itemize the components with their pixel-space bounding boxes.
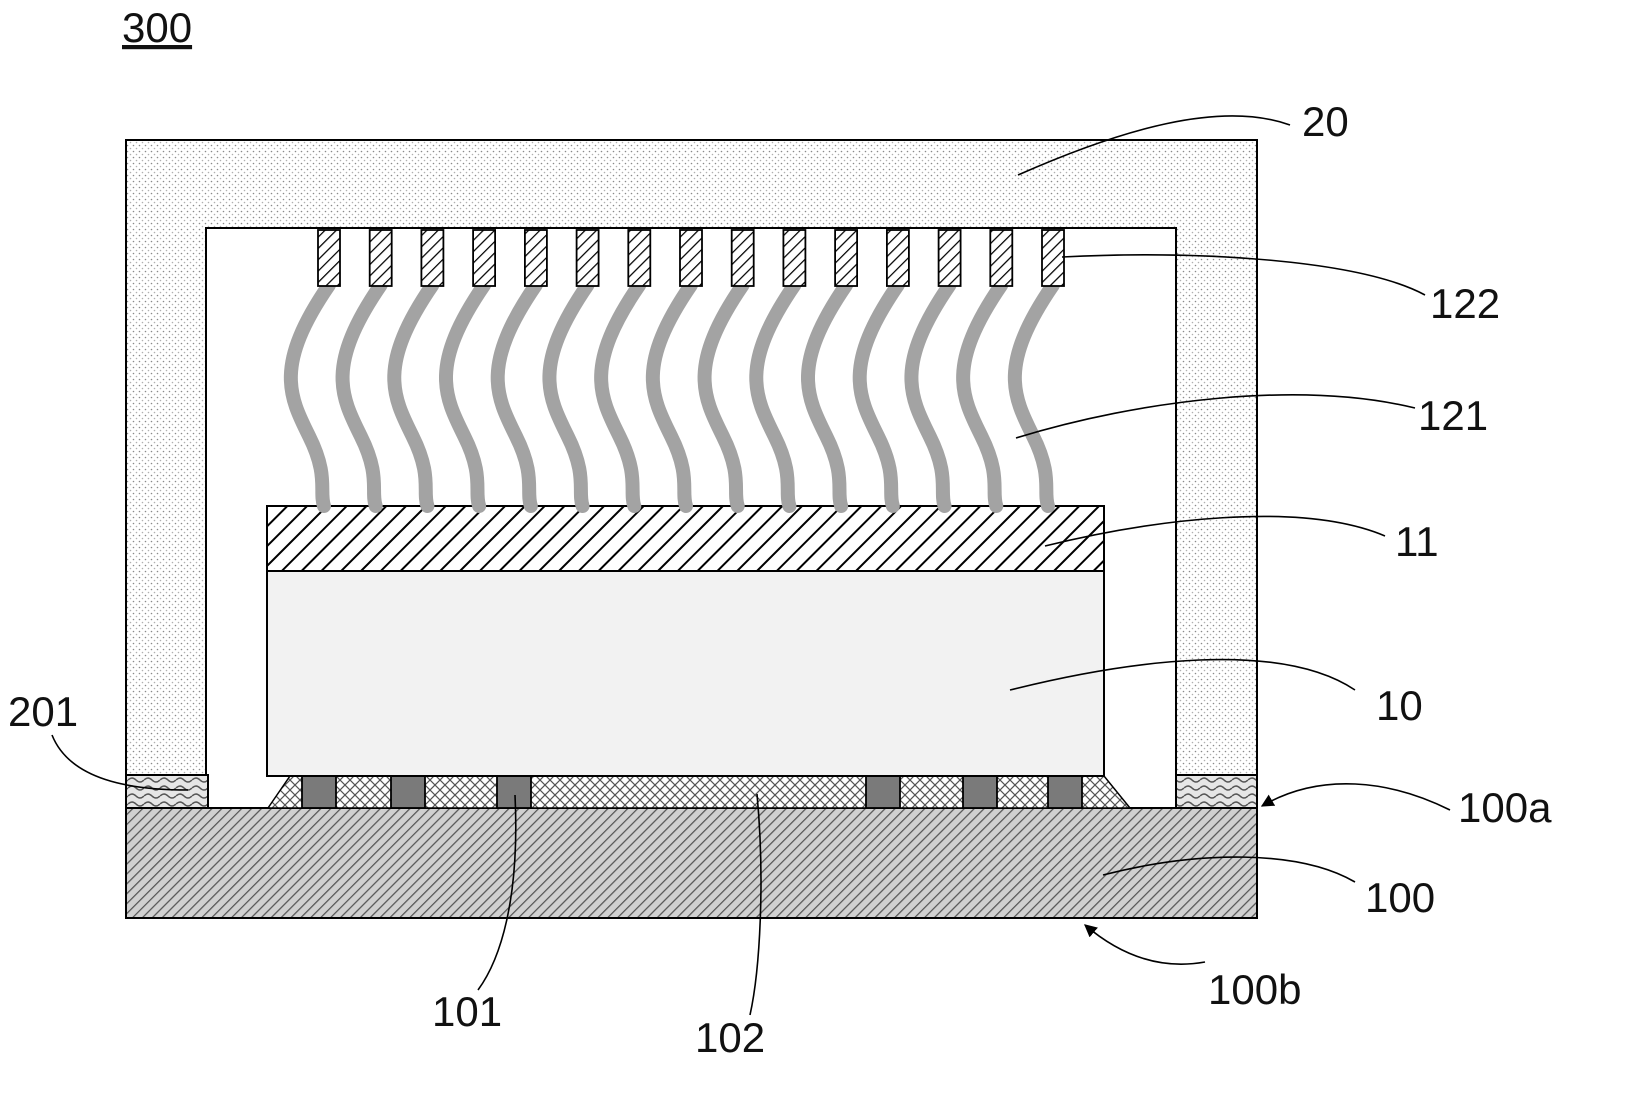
wire [697, 278, 750, 513]
contact-pad-group [317, 229, 1065, 287]
contact-pad [679, 229, 703, 287]
label-substrate-top-surface: 100a [1458, 784, 1552, 831]
contact-pad [937, 229, 962, 287]
label-substrate-bottom-surface: 100b [1208, 966, 1301, 1013]
leader-pads [1061, 254, 1426, 296]
label-contact-pads: 122 [1430, 280, 1500, 327]
leader-adhesive [51, 734, 189, 791]
contact-pad [1041, 229, 1065, 287]
bump [301, 775, 337, 809]
wire-group [283, 278, 1060, 513]
label-substrate: 100 [1365, 874, 1435, 921]
cover-adhesive-left [125, 774, 209, 809]
contact-pad [989, 229, 1014, 287]
bump [496, 775, 532, 809]
chip [266, 570, 1105, 777]
wire [749, 278, 802, 513]
label-cover: 20 [1302, 98, 1349, 145]
wire [542, 278, 595, 513]
chip-top-layer [266, 505, 1105, 572]
wire [645, 278, 698, 513]
contact-pad [575, 229, 600, 287]
contact-pad [368, 229, 393, 287]
leader-cover [1017, 115, 1291, 176]
leader-top-layer [1044, 515, 1386, 547]
contact-pad [524, 229, 548, 287]
contact-pad [420, 229, 445, 287]
wire [1007, 278, 1060, 513]
contact-pad [834, 229, 858, 287]
leader-lines [51, 115, 1451, 1016]
label-bumps: 101 [432, 988, 502, 1035]
leader-top-surface [1260, 783, 1451, 811]
label-chip: 10 [1376, 682, 1423, 729]
bump [390, 775, 426, 809]
bump [865, 775, 901, 809]
figure-number: 300 [122, 4, 192, 51]
substrate [125, 807, 1258, 919]
leader-bottom-surface [1084, 924, 1206, 965]
leader-chip [1009, 658, 1356, 691]
label-top-layer: 11 [1395, 518, 1439, 565]
contact-pad [317, 229, 341, 287]
label-cover-adhesive: 201 [8, 688, 78, 735]
leader-wires [1015, 394, 1416, 439]
wire [594, 278, 647, 513]
wire [335, 278, 388, 513]
leader-bumps [477, 794, 517, 991]
wire [852, 278, 905, 513]
contact-pad [472, 229, 497, 287]
label-underfill: 102 [695, 1014, 765, 1061]
contact-pad [782, 229, 807, 287]
contact-pad [730, 229, 755, 287]
wire [283, 278, 336, 513]
contact-pad [627, 229, 652, 287]
bump [962, 775, 998, 809]
leader-underfill [749, 793, 762, 1016]
wire [387, 278, 440, 513]
cover-adhesive-right [1175, 774, 1258, 809]
wire [490, 278, 543, 513]
wire [801, 278, 854, 513]
contact-pad [886, 229, 910, 287]
wire [904, 278, 957, 513]
bump [1047, 775, 1083, 809]
leader-substrate [1102, 856, 1356, 883]
label-wires: 121 [1418, 392, 1488, 439]
wire [439, 278, 492, 513]
wire [956, 278, 1009, 513]
